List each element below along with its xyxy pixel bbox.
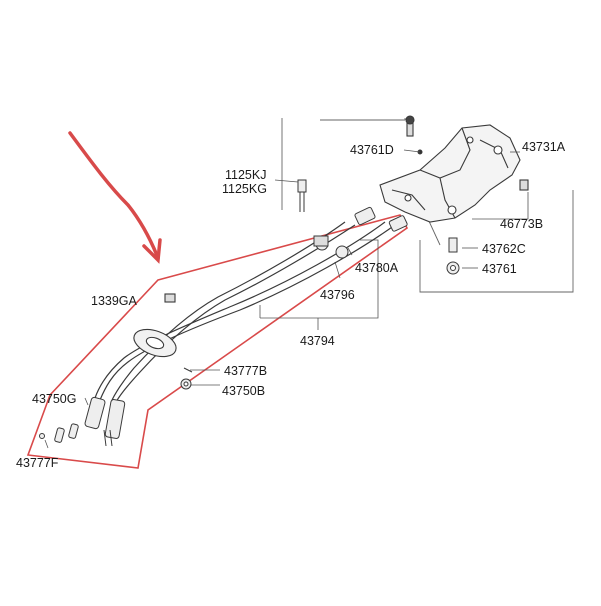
part-label-43731A: 43731A [522, 140, 566, 154]
part-label-43796: 43796 [320, 288, 355, 302]
shift-cables [94, 221, 396, 403]
small-parts [297, 149, 460, 275]
part-label-43780A: 43780A [355, 261, 399, 275]
grommet [133, 293, 177, 358]
shifter-housing [379, 115, 529, 223]
cable-lower-ends [39, 396, 126, 447]
cable-top-ends [313, 206, 408, 259]
part-label-43750G: 43750G [32, 392, 77, 406]
part-label-46773B: 46773B [500, 217, 544, 231]
part-label-43761D: 43761D [350, 143, 394, 157]
part-label-1125KJ: 1125KJ [225, 168, 267, 182]
arrow-icon [68, 131, 162, 264]
part-label-43762C: 43762C [482, 242, 526, 256]
part-label-43761: 43761 [482, 262, 517, 276]
part-label-43777F: 43777F [16, 456, 59, 470]
part-label-43750B: 43750B [222, 384, 266, 398]
leader-lines [44, 149, 529, 449]
washers [180, 367, 193, 390]
part-label-1339GA: 1339GA [91, 294, 137, 308]
highlight-outline [26, 214, 409, 469]
part-label-1125KG: 1125KG [222, 182, 267, 196]
part-label-43777B: 43777B [224, 364, 268, 378]
part-label-43794: 43794 [300, 334, 335, 348]
housing-box [281, 118, 574, 293]
